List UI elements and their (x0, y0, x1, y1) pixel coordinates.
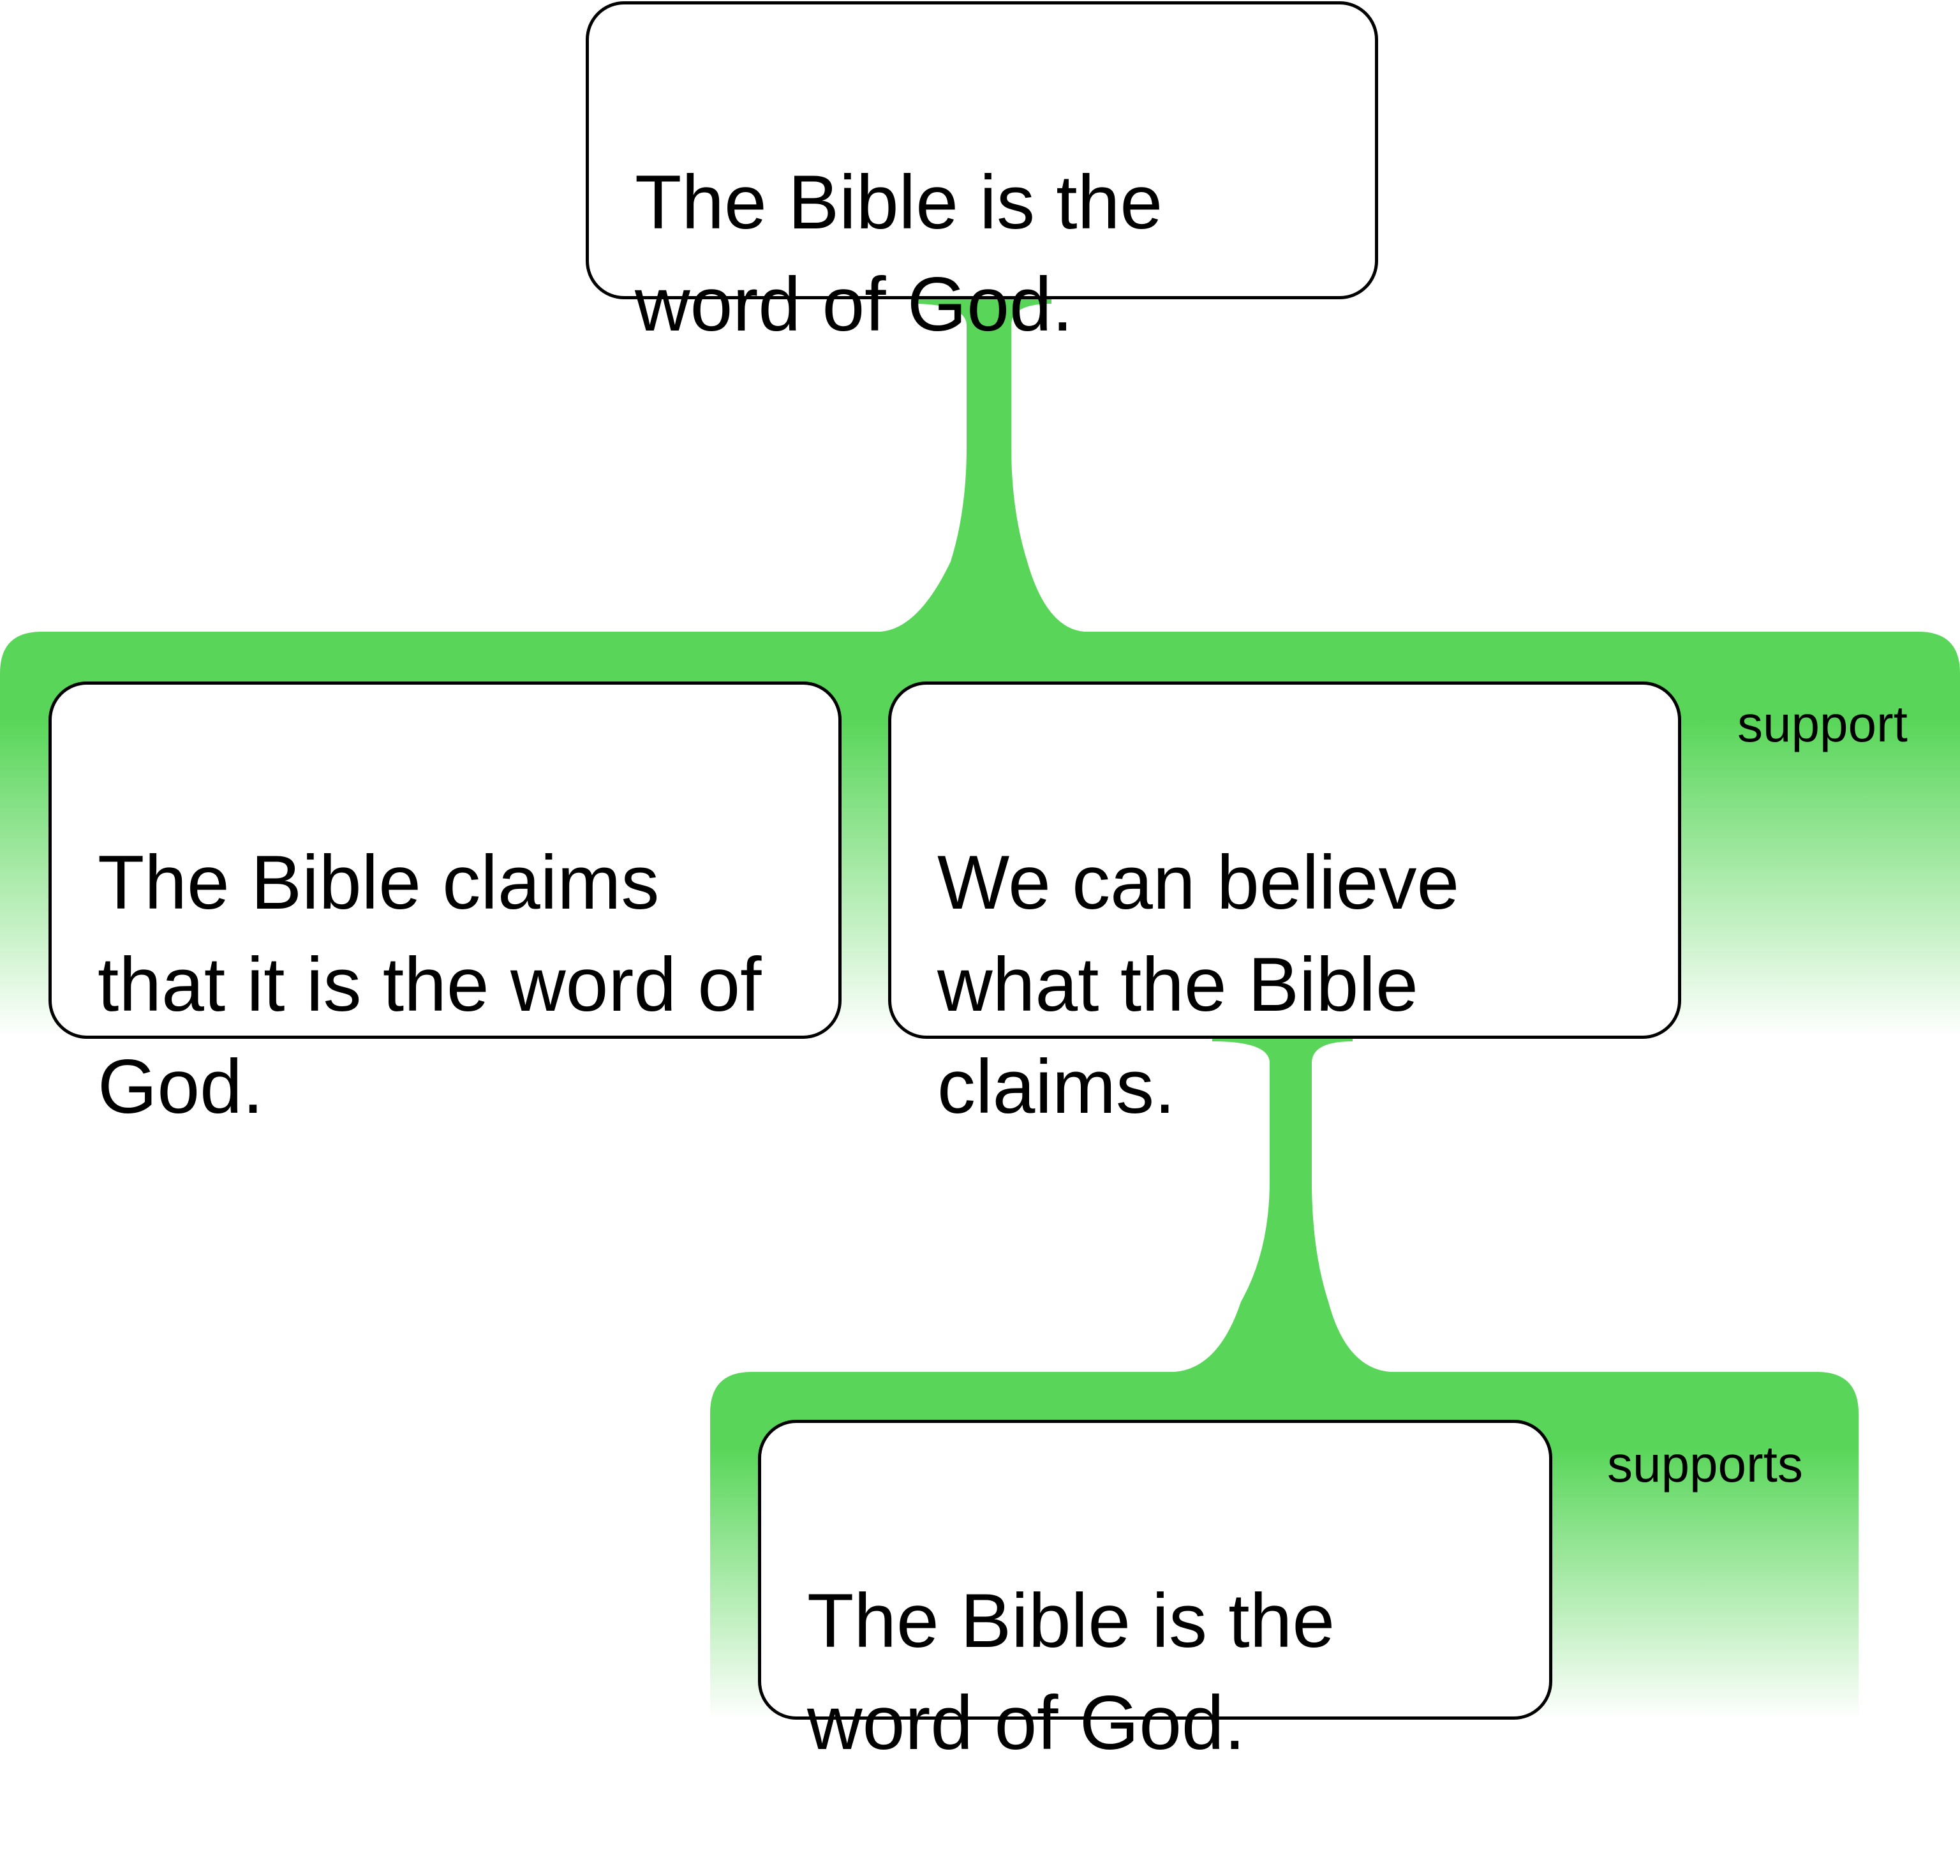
node-believe-claims[interactable]: We can believe what the Bible claims. (888, 681, 1681, 1129)
node-circular-claim-text: The Bible is the word of God. (807, 1578, 1335, 1766)
support-group-2-label: supports (1607, 1436, 1803, 1493)
support-group-1-label: support (1737, 696, 1908, 752)
support-connector-2 (1174, 1037, 1391, 1372)
node-circular-claim[interactable]: The Bible is the word of God. (758, 1420, 1552, 1766)
support-connector-1 (880, 299, 1085, 632)
node-root-claim-text: The Bible is the word of God. (635, 160, 1163, 347)
node-root-claim[interactable]: The Bible is the word of God. (586, 1, 1378, 347)
node-believe-claims-text: We can believe what the Bible claims. (937, 840, 1460, 1129)
node-bible-claims-text: The Bible claims that it is the word of … (98, 840, 762, 1129)
node-bible-claims[interactable]: The Bible claims that it is the word of … (48, 681, 842, 1129)
